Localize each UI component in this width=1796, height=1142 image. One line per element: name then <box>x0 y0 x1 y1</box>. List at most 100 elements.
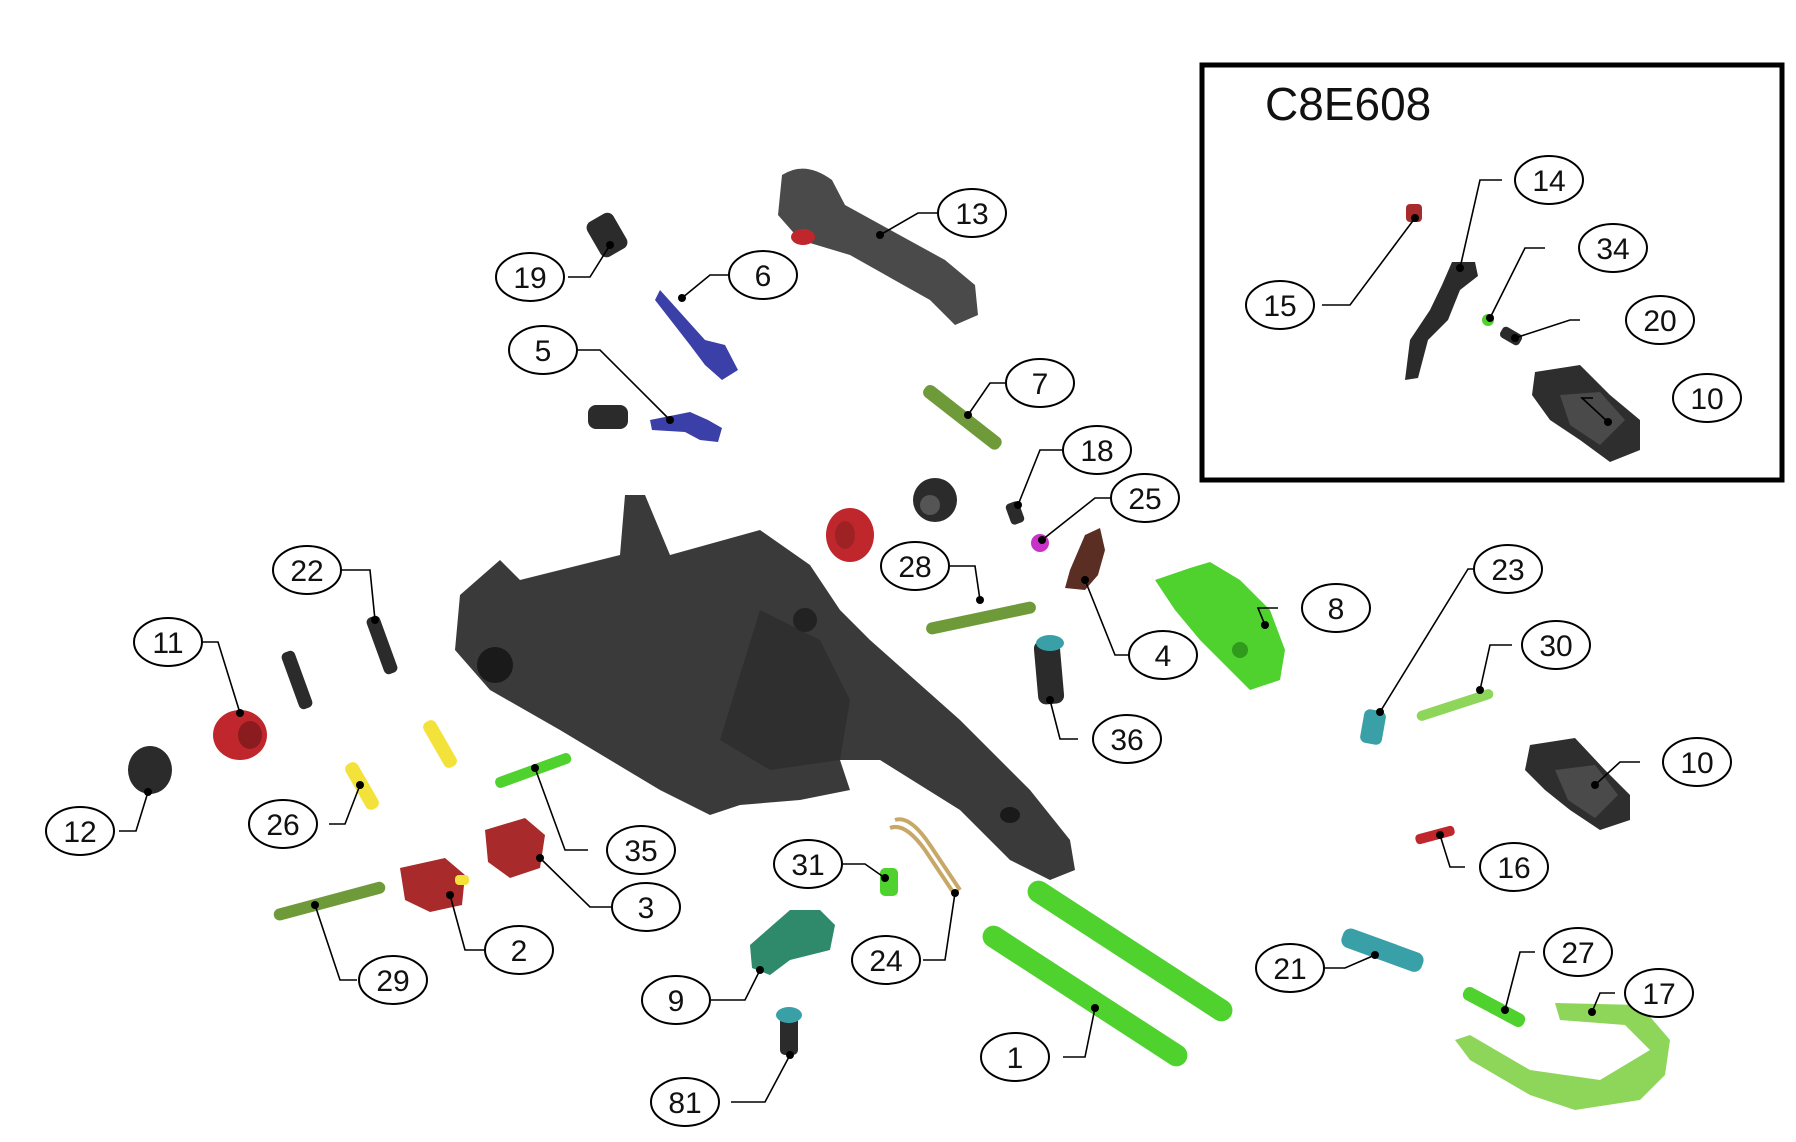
callout-number: 27 <box>1561 937 1594 970</box>
callout-number: 22 <box>290 555 323 588</box>
callout-36: 36 <box>1092 714 1162 764</box>
inset-part-14-sear <box>1405 262 1478 380</box>
leader-dots <box>144 231 1599 1059</box>
callout-number: 14 <box>1532 165 1565 198</box>
callout-13: 13 <box>937 188 1007 238</box>
part-31-screw <box>880 868 898 896</box>
callout-9: 9 <box>641 975 711 1025</box>
part-16-screw <box>1415 825 1455 845</box>
callout-3: 3 <box>611 882 681 932</box>
part-21-spring <box>1341 928 1424 972</box>
callout-1: 1 <box>980 1032 1050 1082</box>
part-7-pin <box>923 384 1002 450</box>
callout-number: 20 <box>1643 305 1676 338</box>
part-6-firing-pin <box>655 290 738 380</box>
callout-number: 35 <box>624 835 657 868</box>
callout-7: 7 <box>1005 358 1075 408</box>
callout-number: 36 <box>1110 724 1143 757</box>
inset-title: C8E608 <box>1265 78 1431 130</box>
callout-23: 23 <box>1473 544 1543 594</box>
inset-part-10-selector <box>1532 365 1640 462</box>
callout-number: 23 <box>1491 554 1524 587</box>
part-roller <box>913 478 957 522</box>
callout-6: 6 <box>728 250 798 300</box>
callout-11: 11 <box>133 617 203 667</box>
part-23-spring <box>1360 709 1386 745</box>
callout-8: 8 <box>1301 583 1371 633</box>
callout-number: 34 <box>1596 233 1629 266</box>
callout-number: 16 <box>1497 852 1530 885</box>
callout-number: 31 <box>791 849 824 882</box>
callout-5: 5 <box>508 325 578 375</box>
callout-number: 18 <box>1080 435 1113 468</box>
part-81-screw <box>776 1007 802 1055</box>
callout-22: 22 <box>272 545 342 595</box>
callout-18: 18 <box>1062 425 1132 475</box>
callout-number: 28 <box>898 551 931 584</box>
part-12-cap <box>128 746 172 794</box>
callout-number: 11 <box>152 627 183 660</box>
callout-30: 30 <box>1521 620 1591 670</box>
callout-31: 31 <box>773 839 843 889</box>
callout-16: 16 <box>1479 842 1549 892</box>
part-19-spring <box>586 212 628 258</box>
callout-number: 4 <box>1155 640 1172 673</box>
callout-number: 15 <box>1263 290 1296 323</box>
part-10-selector <box>1525 738 1630 830</box>
inset-callout-10: 10 <box>1672 373 1742 423</box>
callout-number: 19 <box>513 262 546 295</box>
part-red-bushing <box>826 508 874 562</box>
part-4-hammer <box>1065 528 1105 590</box>
inset-callout-layer: 14 34 15 20 10 <box>1245 155 1742 423</box>
part-receiver <box>455 495 1075 880</box>
callout-number: 30 <box>1539 630 1572 663</box>
callout-25: 25 <box>1110 473 1180 523</box>
callout-number: 2 <box>511 935 528 968</box>
part-2-block <box>400 858 469 912</box>
part-11-bushing <box>213 710 267 760</box>
part-28-pin <box>926 601 1036 635</box>
part-8-trigger-plate <box>1155 562 1285 690</box>
inset-callout-20: 20 <box>1625 295 1695 345</box>
part-1-rods <box>982 880 1233 1067</box>
callout-number: 1 <box>1007 1042 1024 1075</box>
callout-number: 8 <box>1328 593 1345 626</box>
callout-number: 9 <box>668 985 685 1018</box>
inset-callout-14: 14 <box>1514 155 1584 205</box>
callout-81: 81 <box>650 1077 720 1127</box>
callout-4: 4 <box>1128 630 1198 680</box>
part-9-selector-block <box>750 910 835 975</box>
callout-number: 13 <box>955 198 988 231</box>
callout-number: 24 <box>869 945 902 978</box>
callout-24: 24 <box>851 935 921 985</box>
callout-number: 29 <box>376 965 409 998</box>
part-26-yellow-pins <box>345 720 457 810</box>
callout-28: 28 <box>880 541 950 591</box>
callout-number: 21 <box>1273 953 1306 986</box>
callout-21: 21 <box>1255 943 1325 993</box>
callout-number: 3 <box>638 892 655 925</box>
part-24-spring <box>889 817 962 897</box>
callout-number: 81 <box>668 1087 701 1120</box>
callout-number: 10 <box>1690 383 1723 416</box>
part-27-pin <box>1462 986 1526 1028</box>
callout-27: 27 <box>1543 927 1613 977</box>
callout-number: 5 <box>535 335 552 368</box>
callout-29: 29 <box>358 955 428 1005</box>
part-36-screw <box>1033 635 1065 705</box>
part-29-pin <box>273 881 386 921</box>
callout-2: 2 <box>484 925 554 975</box>
callout-number: 7 <box>1032 368 1049 401</box>
callout-26: 26 <box>248 799 318 849</box>
callout-number: 26 <box>266 809 299 842</box>
part-22-spring <box>281 615 398 710</box>
callout-35: 35 <box>606 825 676 875</box>
callout-10: 10 <box>1662 737 1732 787</box>
part-30-pin <box>1416 689 1494 721</box>
callout-17: 17 <box>1624 968 1694 1018</box>
inset-callout-34: 34 <box>1578 223 1648 273</box>
inset-callout-15: 15 <box>1245 280 1315 330</box>
callout-12: 12 <box>45 806 115 856</box>
inset-panel: C8E608 <box>1199 62 1785 483</box>
